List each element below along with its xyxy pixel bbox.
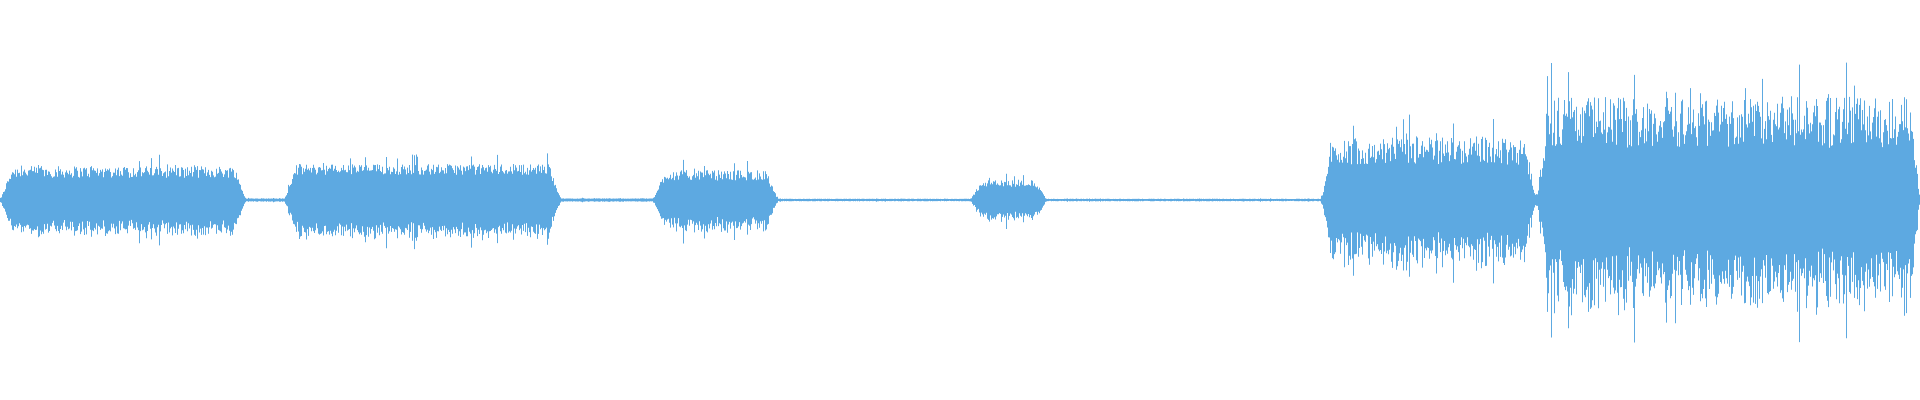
- waveform-trace: [0, 62, 1920, 343]
